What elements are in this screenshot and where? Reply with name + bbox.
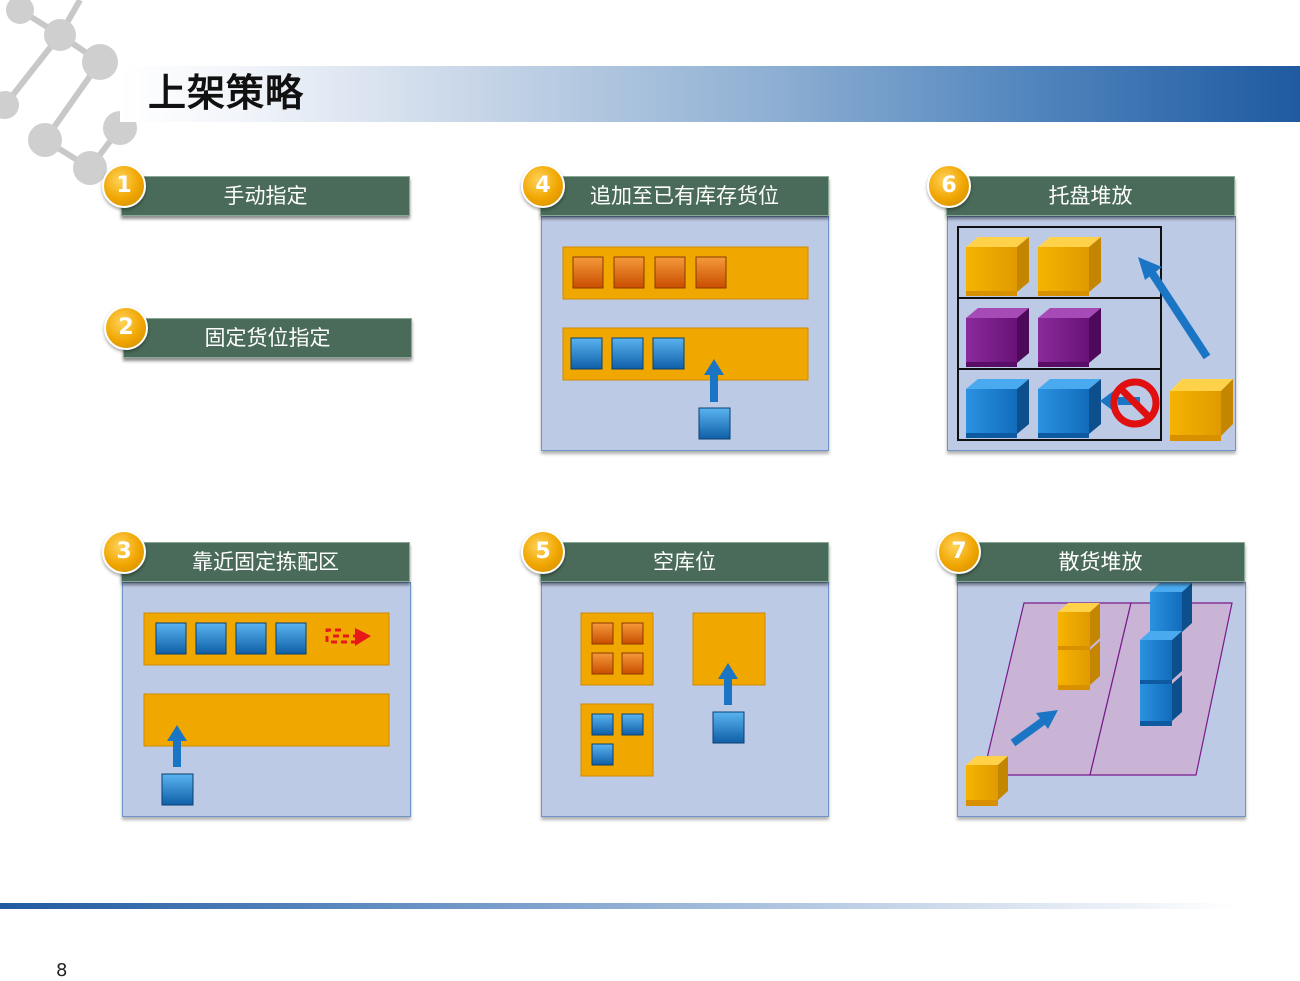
page-title: 上架策略 [148,71,305,115]
strategy-illustration-3 [122,582,411,817]
strategy-header-1: 手动指定 [121,176,410,216]
molecule-decoration [0,0,137,185]
strategy-illustration-7 [957,582,1246,817]
strategy-header-3: 靠近固定拣配区 [121,542,410,582]
strategy-illustration-4 [541,216,829,451]
strategy-label-4: 追加至已有库存货位 [590,184,779,208]
strategy-label-5: 空库位 [653,550,716,574]
strategy-label-2: 固定货位指定 [204,326,331,350]
strategy-header-2: 固定货位指定 [123,318,412,358]
strategy-header-7: 散货堆放 [956,542,1245,582]
strategy-badge-4: 4 [521,164,565,208]
strategy-label-3: 靠近固定拣配区 [192,550,339,574]
strategy-badge-2: 2 [104,306,148,350]
strategy-badge-1: 1 [102,164,146,208]
page-number: 8 [56,960,68,981]
strategy-illustration-6 [947,216,1236,451]
strategy-badge-6: 6 [927,164,971,208]
strategy-header-4: 追加至已有库存货位 [540,176,829,216]
strategy-badge-7: 7 [937,530,981,574]
strategy-badge-5: 5 [521,530,565,574]
strategy-illustration-5 [541,582,829,817]
strategy-label-6: 托盘堆放 [1048,184,1133,208]
strategy-header-5: 空库位 [540,542,829,582]
strategy-label-7: 散货堆放 [1058,550,1143,574]
strategy-label-1: 手动指定 [223,184,308,208]
footer-divider [0,903,1300,909]
strategy-header-6: 托盘堆放 [946,176,1235,216]
strategy-badge-3: 3 [102,530,146,574]
title-band [120,66,1300,122]
